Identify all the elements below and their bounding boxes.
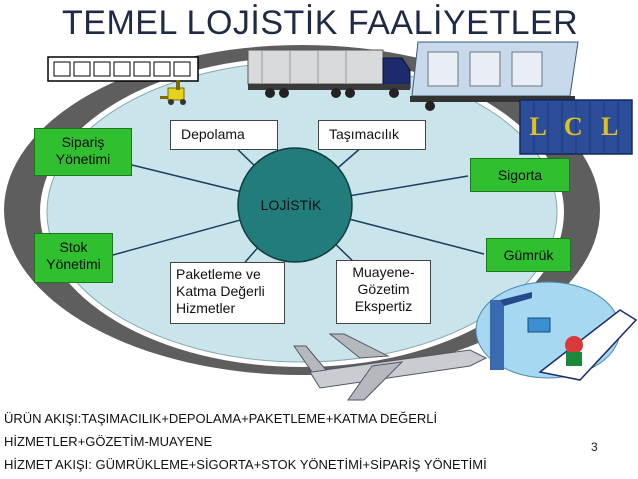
stock-management-line-2: Yönetimi	[46, 256, 101, 272]
center-label: LOJİSTİK	[260, 197, 322, 213]
container-label: L C L	[529, 112, 625, 141]
customs-label: Gümrük	[503, 247, 554, 263]
truck-icon	[247, 49, 411, 98]
inspection-line-3: Ekspertiz	[354, 298, 413, 314]
insurance-label: Sigorta	[497, 167, 543, 183]
measuring-tape-icon	[47, 56, 199, 82]
service-flow-line: HİZMET AKIŞI: GÜMRÜKLEME+SİGORTA+STOK YÖ…	[4, 457, 487, 472]
product-flow-line-2: HİZMETLER+GÖZETİM-MUAYENE	[4, 434, 213, 449]
stock-management-box: Stok Yönetimi	[34, 233, 113, 283]
rail-wagon-icon	[410, 41, 579, 111]
packaging-box: Paketleme ve Katma Değerli Hizmetler	[170, 262, 285, 324]
page-title: TEMEL LOJİSTİK FAALİYETLER	[62, 4, 579, 42]
container-icon	[519, 99, 633, 155]
insurance-box: Sigorta	[470, 158, 570, 192]
transport-label: Taşımacılık	[329, 126, 400, 142]
customs-box: Gümrük	[486, 238, 571, 272]
forklift-icon	[160, 80, 186, 105]
order-management-line-1: Sipariş	[61, 134, 105, 150]
packaging-line-1: Paketleme ve	[176, 266, 261, 282]
storage-label: Depolama	[181, 126, 245, 142]
port-ship-icon	[475, 281, 638, 381]
packaging-line-3: Hizmetler	[176, 300, 236, 316]
product-flow-line-1: ÜRÜN AKIŞI:TAŞIMACILIK+DEPOLAMA+PAKETLEM…	[4, 411, 438, 426]
inspection-line-1: Muayene-	[352, 264, 415, 280]
order-management-box: Sipariş Yönetimi	[34, 128, 132, 176]
packaging-line-2: Katma Değerli	[176, 283, 265, 299]
inspection-box: Muayene- Gözetim Ekspertiz	[336, 260, 431, 324]
order-management-line-2: Yönetimi	[55, 151, 111, 167]
storage-box: Depolama	[170, 120, 278, 150]
stock-management-line-1: Stok	[59, 239, 88, 255]
transport-box: Taşımacılık	[318, 120, 426, 150]
page-number: 3	[591, 440, 598, 454]
center-hub	[237, 147, 353, 263]
inspection-line-2: Gözetim	[357, 281, 410, 297]
airplane-icon	[293, 333, 488, 401]
